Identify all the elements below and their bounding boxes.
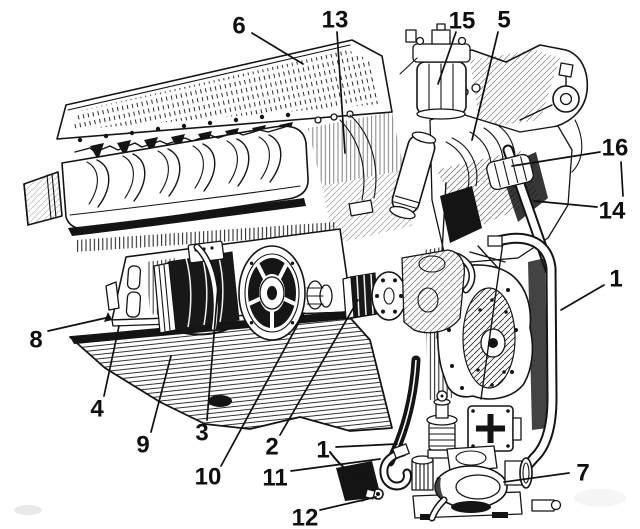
callout-leader-1-right	[560, 284, 605, 311]
manifold-arches	[86, 134, 282, 208]
oil-line-fittings	[329, 443, 434, 502]
callout-label-8: 8	[29, 327, 42, 354]
cylinder-block-v-area	[308, 112, 447, 339]
callout-leader-14	[533, 200, 598, 208]
water-pump	[412, 445, 562, 522]
callout-leader-16	[511, 151, 601, 167]
callout-label-15: 15	[449, 8, 476, 35]
paper-smudges	[14, 489, 626, 515]
callout-label-11: 11	[262, 465, 287, 492]
callout-leader-9	[150, 355, 172, 433]
callout-leader-7	[503, 472, 570, 483]
callout-label-1-right: 1	[609, 266, 622, 293]
exhaust-outlet-stub	[23, 171, 63, 226]
callout-leader-6	[251, 32, 304, 65]
callout-label-12: 12	[292, 505, 319, 529]
callout-label-16: 16	[602, 135, 629, 162]
callout-bracket-0	[620, 161, 624, 197]
valve-cover	[56, 39, 393, 143]
callout-label-1-bottom: 1	[316, 437, 329, 464]
callout-label-6: 6	[232, 13, 245, 40]
callout-leader-8	[47, 316, 111, 332]
callout-leader-15	[437, 31, 457, 85]
callout-label-7: 7	[576, 460, 589, 487]
cross-cover-box	[467, 405, 522, 452]
injector-pipes	[445, 123, 516, 189]
callout-leader-1-bottom	[335, 443, 398, 448]
callout-label-4: 4	[90, 396, 104, 423]
exhaust-manifold	[23, 125, 309, 236]
callout-label-2: 2	[265, 434, 278, 461]
coupling-disc	[238, 245, 306, 341]
injection-pump	[486, 153, 534, 191]
callout-label-5: 5	[497, 7, 510, 34]
callout-leader-2	[279, 299, 359, 436]
callout-leader-13	[336, 31, 346, 154]
callout-label-13: 13	[322, 7, 349, 34]
callout-label-14: 14	[599, 198, 626, 225]
callout-label-3: 3	[195, 420, 208, 447]
generator	[153, 240, 240, 336]
cover-bolts	[77, 112, 291, 143]
fuel-filter	[399, 23, 471, 120]
drive-shaft-couplings	[306, 249, 466, 334]
callout-leader-5	[471, 31, 499, 141]
callout-leader-12	[319, 496, 377, 511]
fan-drive-housing	[420, 241, 534, 400]
callout-leader-10	[220, 312, 305, 467]
callout-leader-3	[206, 273, 220, 421]
callout-leader-4	[103, 325, 120, 397]
callout-leader-11	[290, 458, 381, 472]
breather-cylinder	[389, 131, 437, 220]
callout-label-10: 10	[195, 464, 222, 491]
callout-label-9: 9	[136, 432, 149, 459]
primer-pump	[426, 390, 458, 459]
